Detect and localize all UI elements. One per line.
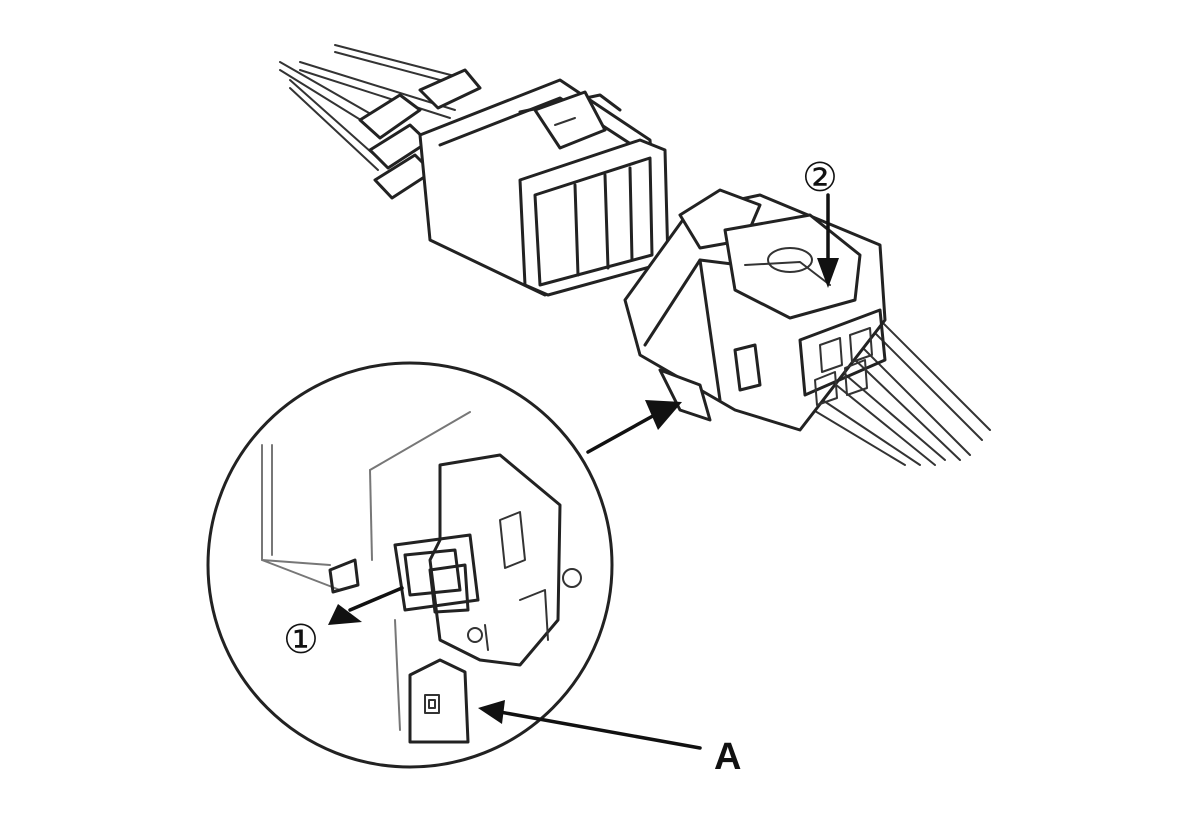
step-2-label: ② (802, 155, 838, 201)
detail-latch (261, 411, 582, 744)
part-a-label: A (714, 736, 742, 778)
male-connector (279, 44, 670, 297)
leader-line-a (478, 700, 702, 750)
step-1-label: ① (283, 617, 319, 663)
female-connector (623, 188, 991, 466)
detail-magnifier (206, 361, 682, 769)
male-connector-wires (279, 44, 471, 171)
press-arrow (817, 193, 839, 288)
pull-arrow (328, 586, 404, 625)
